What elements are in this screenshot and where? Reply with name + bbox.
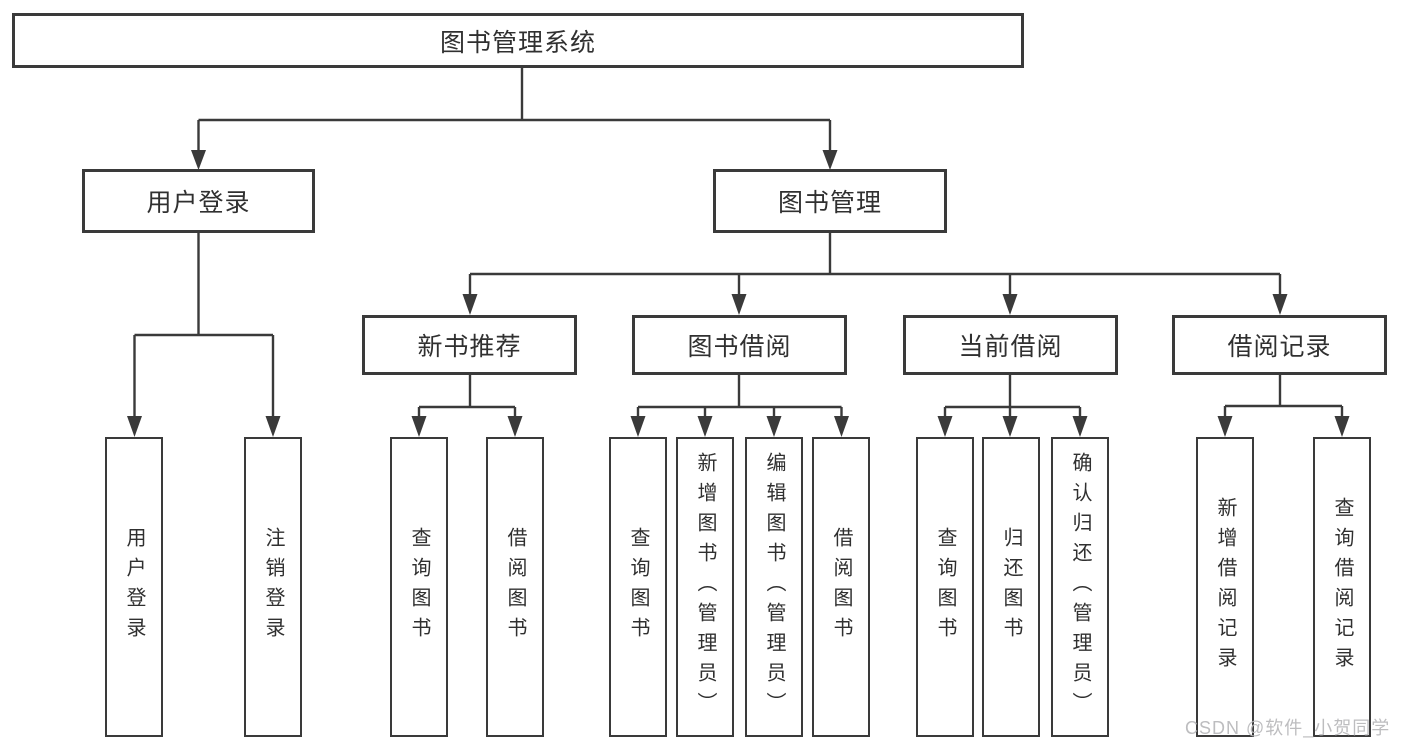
node-new-book-recommend: 新书推荐 [362,315,577,375]
arrowhead-icon [1072,416,1088,437]
connector-new-book-to-leaves [417,375,517,419]
node-borrow-records: 借阅记录 [1172,315,1387,375]
leaf-confirm-return-admin-label: 确认归还（管理员） [1069,452,1091,722]
node-current-borrow-label: 当前借阅 [958,333,1063,361]
node-user-login: 用户登录 [82,169,315,233]
arrowhead-icon [937,416,953,437]
node-current-borrow: 当前借阅 [903,315,1118,375]
arrowhead-icon [1334,416,1350,437]
leaf-user-login-label: 用户登录 [123,527,145,647]
leaf-edit-book-admin-label: 编辑图书（管理员） [763,452,785,722]
node-new-book-recommend-label: 新书推荐 [417,333,522,361]
connector-book-borrow-to-leaves [636,375,843,419]
leaf-return-book-label: 归还图书 [1000,527,1022,647]
leaf-confirm-return-admin: 确认归还（管理员） [1051,437,1109,737]
node-borrow-records-label: 借阅记录 [1227,333,1332,361]
leaf-user-login: 用户登录 [105,437,163,737]
arrowhead-icon [697,416,713,437]
arrowhead-icon [731,294,747,315]
arrowhead-icon [630,416,646,437]
arrowhead-icon [411,416,427,437]
leaf-add-book-admin-label: 新增图书（管理员） [694,452,716,722]
leaf-query-borrow-record-label: 查询借阅记录 [1331,497,1353,677]
leaf-return-book: 归还图书 [982,437,1040,737]
leaf-edit-book-admin: 编辑图书（管理员） [745,437,803,737]
connector-borrow-records-to-leaves [1223,375,1344,419]
arrowhead-icon [1272,294,1288,315]
connector-user-login-to-leaves [133,233,275,419]
connector-book-management-to-level3 [468,233,1282,297]
node-book-management: 图书管理 [713,169,947,233]
node-user-login-label: 用户登录 [146,189,251,217]
leaf-query-books-recommend-label: 查询图书 [408,527,430,647]
node-root-label: 图书管理系统 [439,28,596,57]
leaf-borrow-books-2: 借阅图书 [812,437,870,737]
arrowhead-icon [822,150,838,170]
arrowhead-icon [265,416,281,437]
leaf-borrow-books-recommend: 借阅图书 [486,437,544,737]
arrowhead-icon [834,416,849,437]
connector-root-to-level2 [197,68,832,152]
leaf-borrow-books-recommend-label: 借阅图书 [504,527,526,647]
leaf-add-borrow-record: 新增借阅记录 [1196,437,1254,737]
leaf-query-books-current-label: 查询图书 [934,527,956,647]
arrowhead-icon [507,416,523,437]
arrowhead-icon [1217,416,1233,437]
leaf-add-book-admin: 新增图书（管理员） [676,437,734,737]
node-book-management-label: 图书管理 [777,189,882,217]
arrowhead-icon [462,294,478,315]
node-book-borrow-label: 图书借阅 [687,333,792,361]
leaf-query-borrow-record: 查询借阅记录 [1313,437,1371,737]
connector-current-borrow-to-leaves [943,375,1082,419]
arrowhead-icon [127,416,142,437]
arrowhead-icon [1002,294,1018,315]
node-root: 图书管理系统 [12,13,1024,68]
node-book-borrow: 图书借阅 [632,315,847,375]
leaf-add-borrow-record-label: 新增借阅记录 [1214,497,1236,677]
leaf-query-books-recommend: 查询图书 [390,437,448,737]
leaf-logout: 注销登录 [244,437,302,737]
watermark: CSDN @软件_小贺同学 [1185,718,1391,738]
leaf-query-books-borrow: 查询图书 [609,437,667,737]
arrowhead-icon [766,416,782,437]
leaf-borrow-books-2-label: 借阅图书 [830,527,852,647]
leaf-query-books-current: 查询图书 [916,437,974,737]
leaf-query-books-borrow-label: 查询图书 [627,527,649,647]
arrowhead-icon [191,150,206,170]
arrowhead-icon [1002,416,1018,437]
leaf-logout-label: 注销登录 [262,527,284,647]
